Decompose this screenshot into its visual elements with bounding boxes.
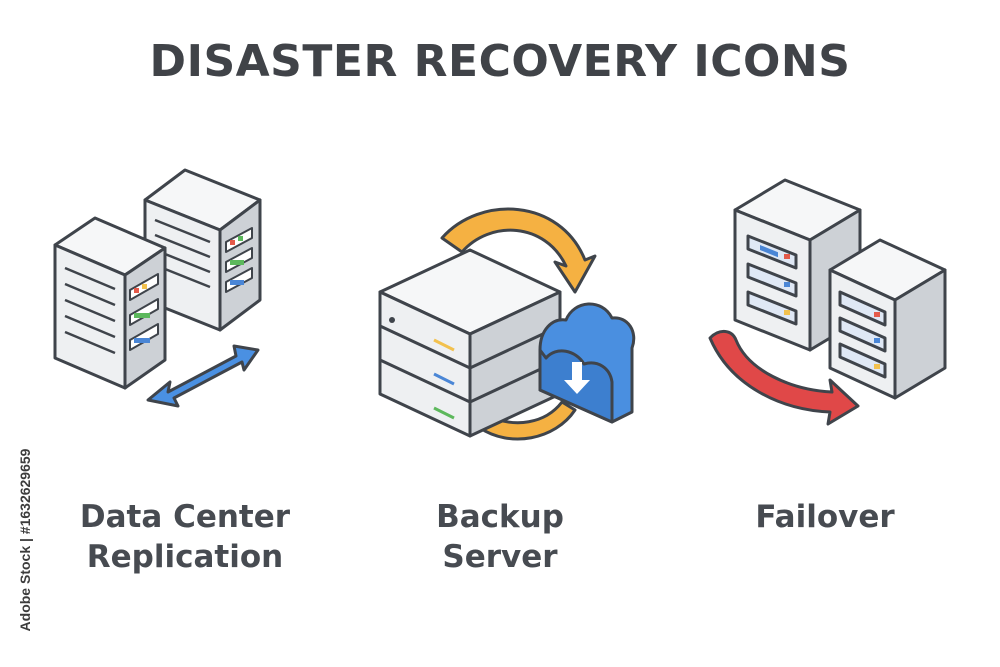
caption-data-center-replication: Data Center Replication: [40, 497, 330, 577]
server-cloud-sync-icon: [378, 207, 636, 441]
standby-server: [828, 238, 947, 400]
caption-line: Backup: [436, 499, 564, 535]
bidirectional-arrow-icon: [146, 344, 260, 408]
caption-line: Replication: [86, 539, 284, 575]
sync-arrow-bottom: [478, 400, 577, 441]
server-stack: [378, 248, 562, 438]
watermark-text: Adobe Stock | #1632629659: [17, 448, 33, 632]
caption-line: Data Center: [79, 499, 291, 535]
failover-arrow-icon: [708, 330, 860, 426]
caption-line: Server: [442, 539, 558, 575]
caption-line: Failover: [755, 499, 895, 535]
stock-watermark: Adobe Stock | #1632629659: [12, 420, 38, 660]
server-failover-arrow-icon: [708, 178, 947, 426]
two-servers-bidirectional-arrow-icon: [53, 168, 262, 408]
sync-arrow-top: [440, 207, 597, 294]
cloud-download-icon: [538, 302, 636, 424]
front-server: [53, 216, 167, 390]
caption-failover: Failover: [700, 497, 950, 537]
page-title: DISASTER RECOVERY ICONS: [149, 36, 851, 87]
caption-backup-server: Backup Server: [375, 497, 625, 577]
